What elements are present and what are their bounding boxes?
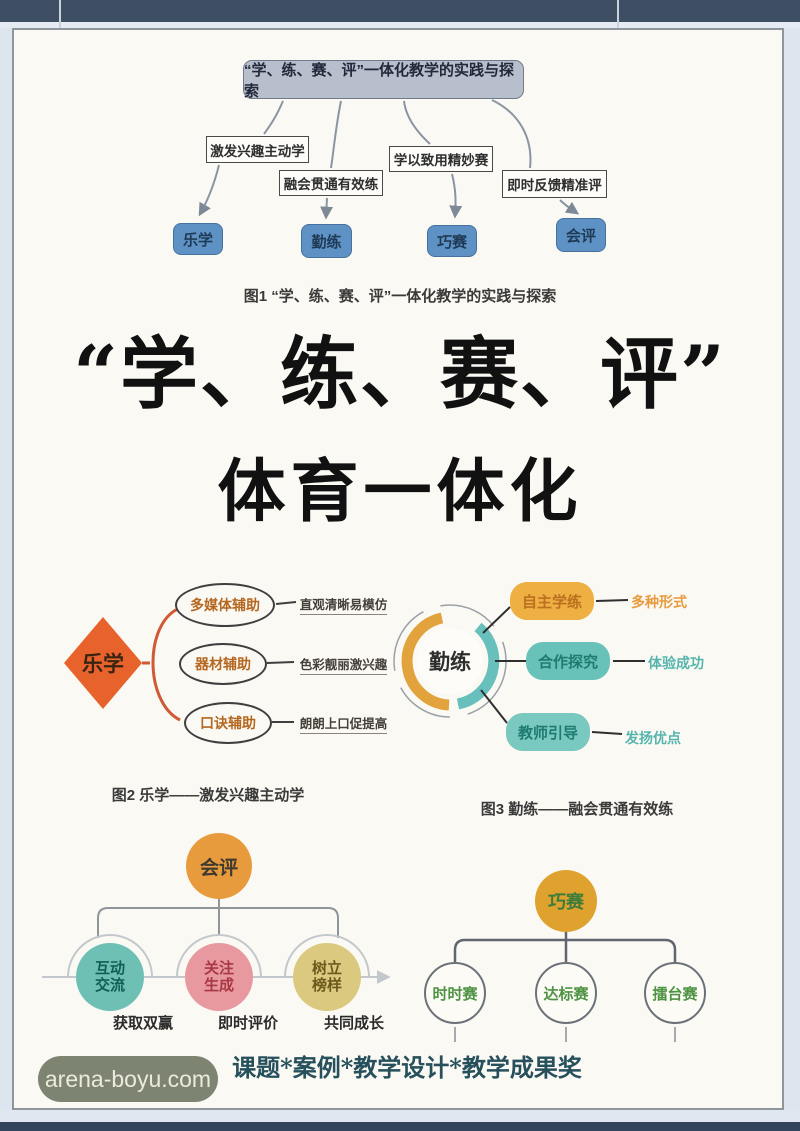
fig2-center-label: 乐学 [82,653,124,676]
footer-tagline: 课题*案例*教学设计*教学成果奖 [232,1053,582,1082]
fig4-desc-3: 共同成长 [323,1015,384,1032]
fig2-desc-3-text: 朗朗上口促提高 [299,717,388,734]
fig3-node-teacher: 教师引导 [506,713,590,751]
fig1-leaf-huiping: 会评 [556,218,606,252]
fig5-node-dabiaosai: 达标赛 [535,962,597,1024]
fig4-node-generation-text: 关注生成 [203,959,234,994]
fig4-node-rolemodel-text: 树立榜样 [311,959,342,994]
top-strip [0,22,800,28]
poster-title-line1: “学、练、赛、评” [73,329,727,420]
fig3-caption: 图3 勤练——融会贯通有效练 [480,801,674,818]
top-divider-line-left [59,0,61,31]
fig1-mid-box-practice: 融会贯通有效练 [279,170,383,196]
fig1-leaf-qiaosai: 巧赛 [427,225,477,257]
fig1-title-box: “学、练、赛、评”一体化教学的实践与探索 [243,60,524,100]
bottom-strip [0,1110,800,1122]
bottom-window-bar [0,1122,800,1131]
fig2-node-chant: 口诀辅助 [184,702,272,744]
fig2-desc-1-text: 直观清晰易模仿 [299,598,388,615]
fig4-root-huiping: 会评 [186,833,252,899]
fig3-node-cooperate: 合作探究 [526,642,610,680]
fig4-desc-1: 获取双赢 [112,1015,173,1032]
fig5-node-leitaisai: 擂台赛 [644,962,706,1024]
fig1-caption: 图1 “学、练、赛、评”一体化教学的实践与探索 [243,288,557,305]
fig2-desc-2: 色彩靓丽激兴趣 [296,654,391,675]
fig4-node-generation: 关注生成 [185,943,253,1011]
fig3-desc-2: 体验成功 [648,655,704,671]
fig3-desc-3: 发扬优点 [625,730,681,746]
fig1-leaf-lexue: 乐学 [173,223,223,255]
fig1-leaf-qinlian: 勤练 [301,224,352,258]
fig3-node-selfstudy: 自主学练 [510,582,594,620]
fig2-caption: 图2 乐学——激发兴趣主动学 [111,787,305,804]
top-divider-line-right [617,0,619,31]
fig4-node-rolemodel: 树立榜样 [293,943,361,1011]
fig2-desc-1: 直观清晰易模仿 [296,594,391,615]
fig2-node-multimedia: 多媒体辅助 [175,583,275,627]
fig2-desc-3: 朗朗上口促提高 [296,713,391,734]
fig2-desc-2-text: 色彩靓丽激兴趣 [299,658,388,675]
fig5-node-shishisai: 时时赛 [424,962,486,1024]
watermark-badge: arena-boyu.com [38,1056,218,1102]
fig3-desc-1: 多种形式 [631,594,687,610]
fig2-node-equipment: 器材辅助 [179,643,267,685]
fig4-node-interaction: 互动交流 [76,943,144,1011]
fig3-center-label: 勤练 [417,628,483,694]
fig1-mid-box-evaluate: 即时反馈精准评 [502,170,607,198]
fig1-mid-box-compete: 学以致用精妙赛 [389,146,493,172]
poster-title-line2: 体育一体化 [217,452,583,532]
top-window-bar [0,0,800,22]
fig4-desc-2: 即时评价 [217,1015,278,1032]
fig5-root-qiaosai: 巧赛 [535,870,597,932]
fig1-mid-box-learn: 激发兴趣主动学 [206,136,309,163]
fig4-node-interaction-text: 互动交流 [94,959,125,994]
